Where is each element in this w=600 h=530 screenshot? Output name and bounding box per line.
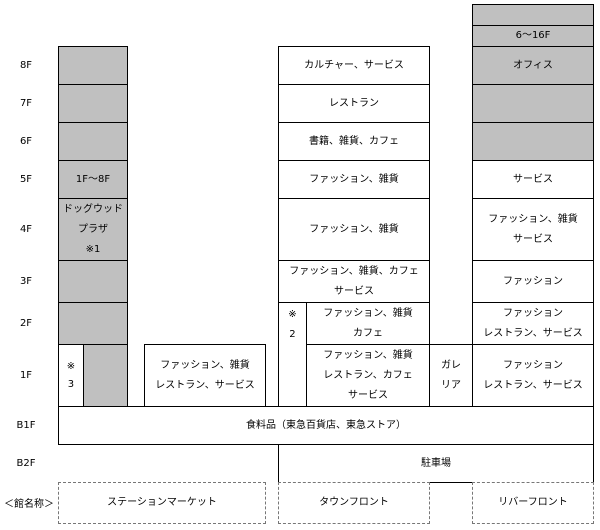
town-front-8f: カルチャー、サービス: [278, 46, 430, 85]
dogwood-2f: [58, 302, 128, 345]
floor-label-6f: 6F: [19, 135, 33, 147]
town-front-7f: レストラン: [278, 84, 430, 123]
river-front-top: [472, 4, 594, 26]
river-front-1f: ファッション レストラン、サービス: [472, 344, 594, 407]
station-market-1f: ファッション、雑貨 レストラン、サービス: [144, 344, 266, 407]
town-front-5f: ファッション、雑貨: [278, 160, 430, 199]
dogwood-5f: 1F～8F: [58, 160, 128, 199]
floor-label-8f: 8F: [19, 59, 33, 71]
floor-label-1f: 1F: [19, 369, 33, 381]
river-front-8f: オフィス: [472, 46, 594, 85]
galleria: ガレ リア: [429, 344, 473, 407]
legend-label: ＜館名称＞: [4, 498, 54, 510]
floor-label-4f: 4F: [19, 223, 33, 235]
dogwood-3f: [58, 260, 128, 303]
river-front-3f: ファッション: [472, 260, 594, 303]
legend-station-market: ステーションマーケット: [58, 482, 266, 524]
dogwood-8f: [58, 46, 128, 85]
river-front-7f: [472, 84, 594, 123]
floor-label-7f: 7F: [19, 97, 33, 109]
river-front-5f: サービス: [472, 160, 594, 199]
legend-river-front: リバーフロント: [472, 482, 594, 524]
floor-label-5f: 5F: [19, 173, 33, 185]
floor-label-3f: 3F: [19, 275, 33, 287]
b1f-food: 食料品（東急百貨店、東急ストア）: [58, 406, 594, 445]
dogwood-7f: [58, 84, 128, 123]
floor-label-b1f: B1F: [16, 419, 36, 431]
river-front-6-16f: 6～16F: [472, 25, 594, 47]
dogwood-4f: ドッグウッド プラザ ※1: [58, 198, 128, 261]
river-front-4f: ファッション、雑貨 サービス: [472, 198, 594, 261]
town-note-2: ※ 2: [278, 302, 307, 407]
river-front-6f: [472, 122, 594, 161]
floor-label-2f: 2F: [19, 317, 33, 329]
b2f-parking: 駐車場: [278, 444, 594, 483]
station-note-3: ※ 3: [58, 344, 84, 407]
dogwood-1f: [83, 344, 128, 407]
town-front-6f: 書籍、雑貨、カフェ: [278, 122, 430, 161]
town-front-1f: ファッション、雑貨 レストラン、カフェ サービス: [306, 344, 430, 407]
town-front-3f: ファッション、雑貨、カフェ サービス: [278, 260, 430, 303]
town-front-4f: ファッション、雑貨: [278, 198, 430, 261]
town-front-2f: ファッション、雑貨 カフェ: [306, 302, 430, 345]
floor-label-b2f: B2F: [16, 457, 36, 469]
legend-town-front: タウンフロント: [278, 482, 430, 524]
river-front-2f: ファッション レストラン、サービス: [472, 302, 594, 345]
dogwood-6f: [58, 122, 128, 161]
